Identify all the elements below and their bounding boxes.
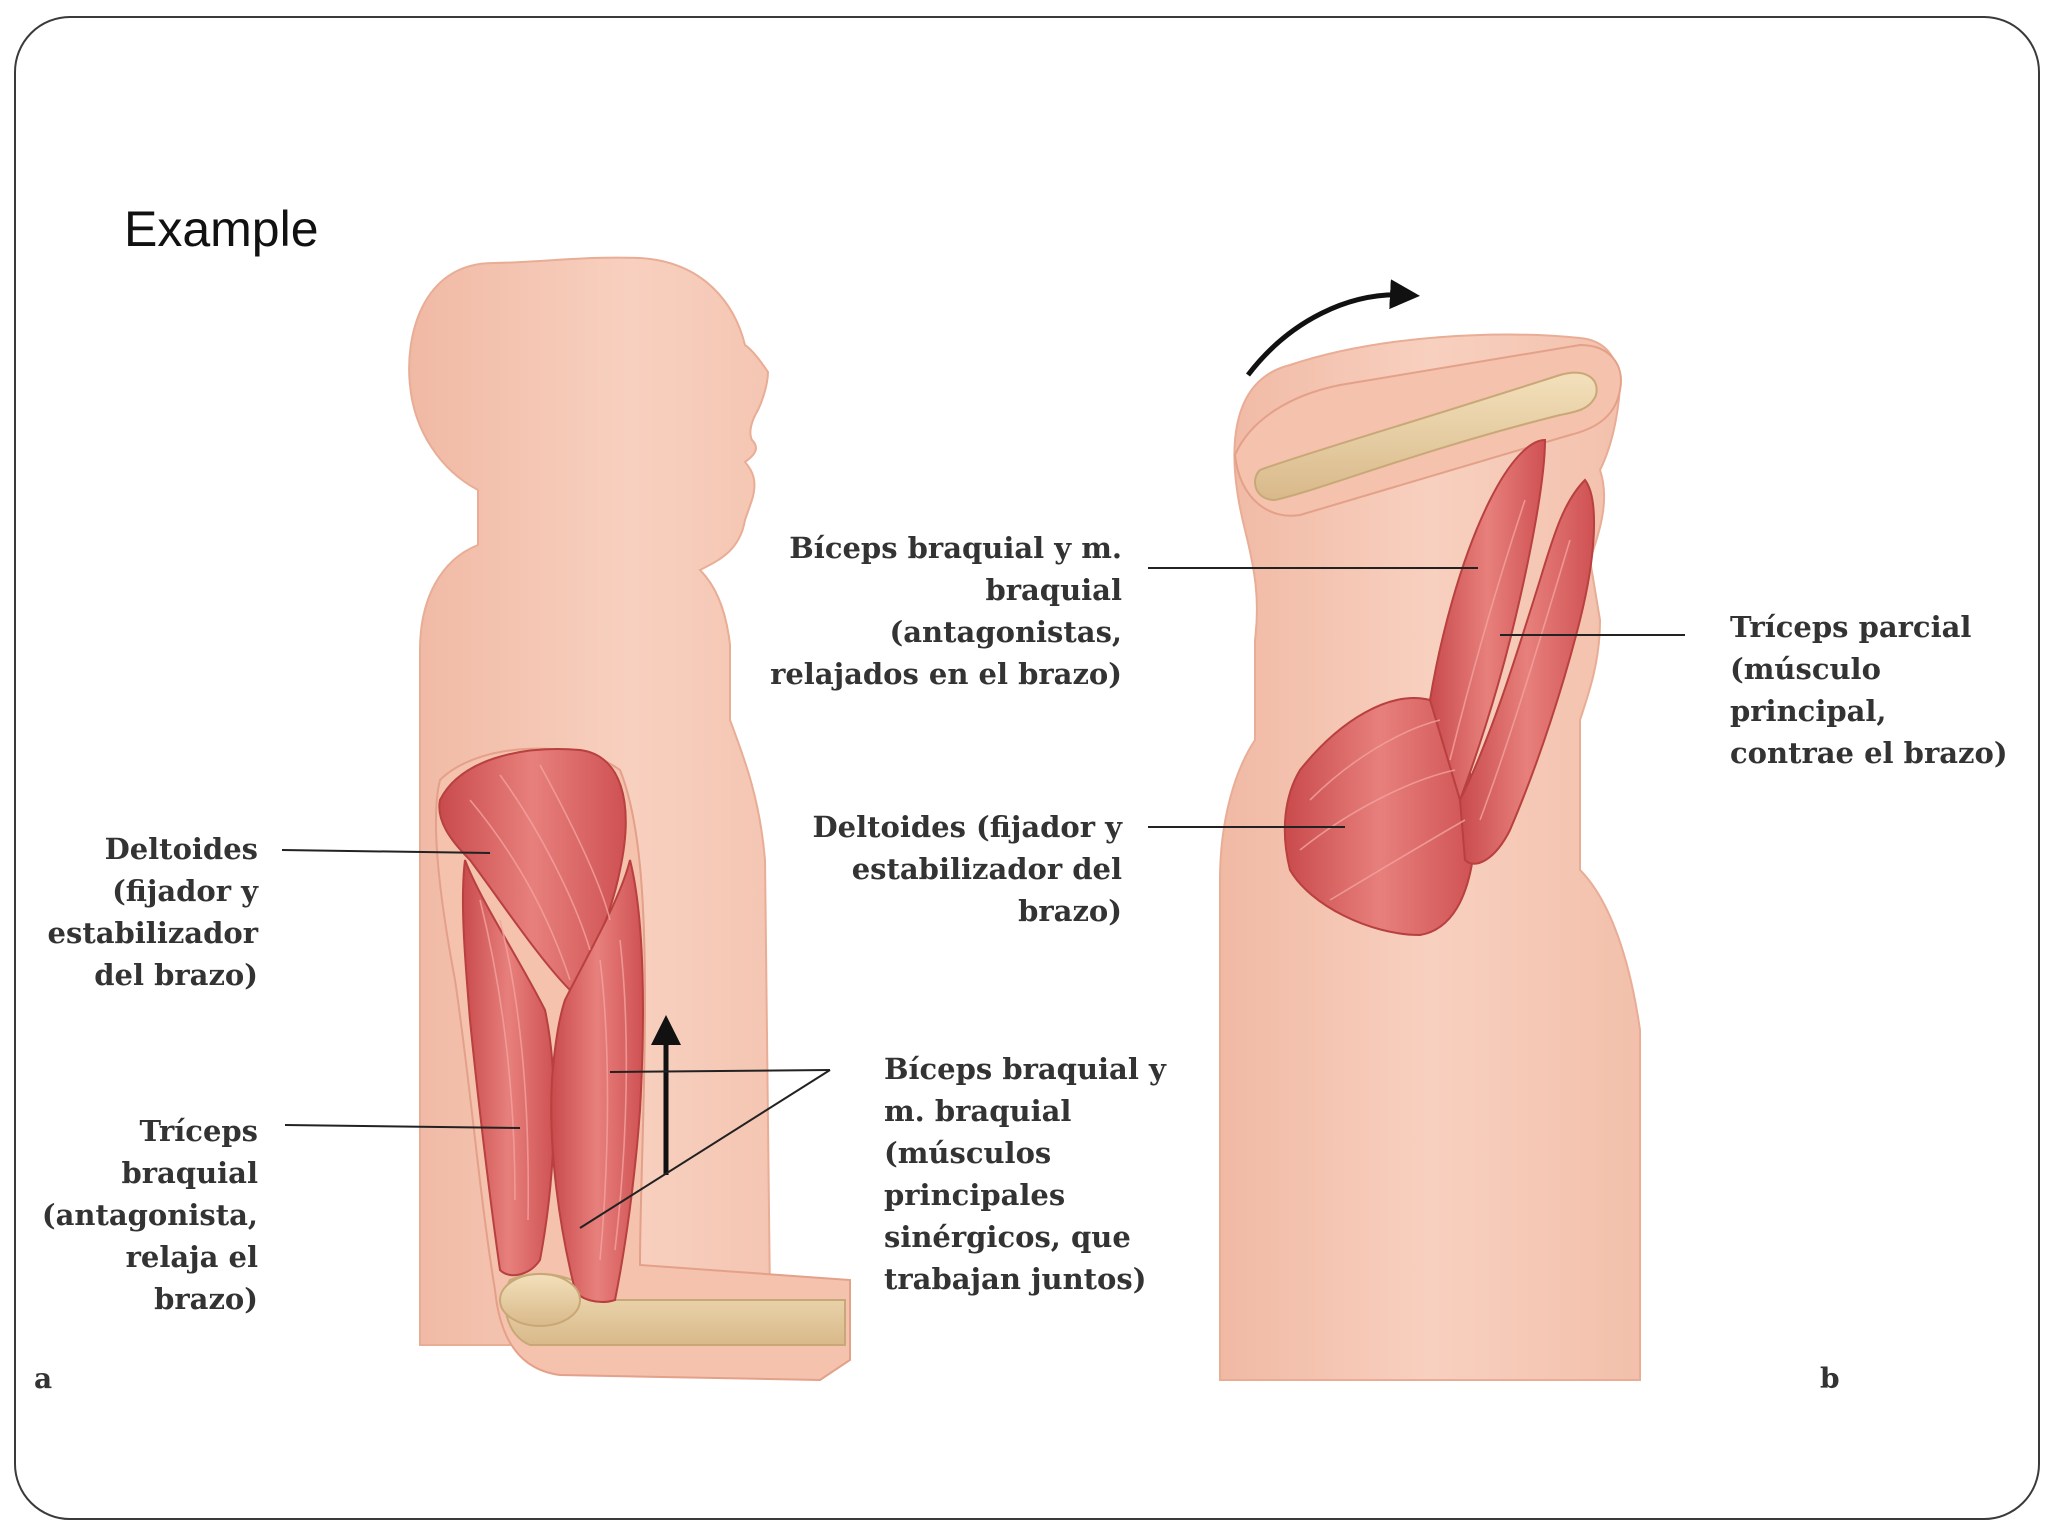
label-b-triceps: Tríceps parcial (músculo principal, cont… bbox=[1730, 610, 2008, 770]
label-a-triceps: Tríceps braquial (antagonista, relaja el… bbox=[41, 1114, 258, 1316]
figure-b-leader-lines bbox=[1148, 567, 1685, 828]
label-b-biceps: Bíceps braquial y m. braquial (antagonis… bbox=[770, 531, 1122, 691]
figure-b-deltoid-muscle bbox=[1283, 697, 1477, 937]
label-a-deltoides: Deltoides (fijador y estabilizador del b… bbox=[47, 832, 258, 992]
panel-letter-b: b bbox=[1820, 1362, 1840, 1395]
figure-a-leader-lines bbox=[281, 849, 831, 1229]
label-b-deltoides: Deltoides (fijador y estabilizador del b… bbox=[812, 810, 1122, 928]
figure-b-rotation-arrow bbox=[1246, 279, 1420, 377]
figure-b-triceps-muscle bbox=[1458, 478, 1596, 865]
panel-letter-a: a bbox=[34, 1362, 53, 1395]
label-a-biceps: Bíceps braquial y m. braquial (músculos … bbox=[884, 1052, 1166, 1296]
figure-b bbox=[1219, 279, 1641, 1381]
slide-title: Example bbox=[124, 201, 319, 257]
figure-a-biceps-muscle bbox=[550, 859, 644, 1303]
figure-a bbox=[408, 256, 851, 1382]
figure-b-forearm-bone bbox=[1254, 371, 1598, 502]
figure-a-elbow-bone bbox=[499, 1273, 581, 1327]
slide-frame bbox=[14, 16, 2040, 1520]
